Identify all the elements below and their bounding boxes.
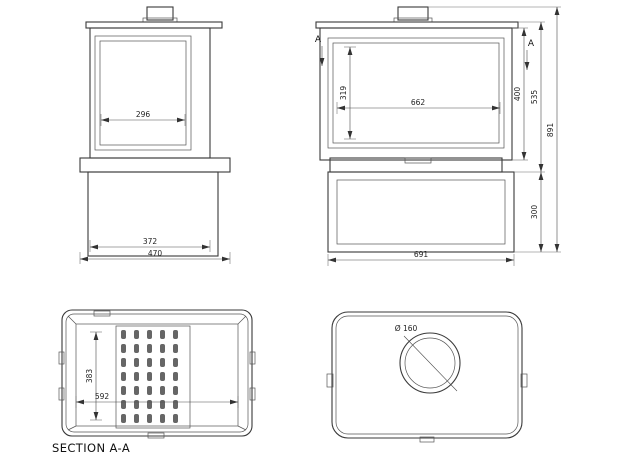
dim-front-firebox-height: 400 [513, 87, 522, 102]
section-bottom-tab [147, 432, 165, 439]
section-chamber [75, 323, 239, 427]
top-view: Ø 160 [326, 311, 528, 443]
side-door-frame [94, 35, 192, 151]
dim-top-flue-diameter: Ø 160 [395, 324, 418, 333]
section-hinge-left-top [58, 351, 65, 365]
front-door-glass [332, 42, 500, 144]
side-dim-body-depth: 372 [89, 237, 211, 252]
top-tab-bottom [419, 436, 435, 443]
section-marker-letter-left: A [315, 35, 322, 45]
front-door-frame [327, 37, 505, 149]
section-view: 383 592 SECTION A-A [52, 309, 256, 455]
side-pedestal [79, 157, 231, 173]
side-dim-base-depth: 470 [79, 249, 231, 264]
section-inner-shell [65, 313, 249, 433]
section-dim-inner-width: 592 [75, 392, 239, 408]
dim-front-glass-width: 662 [411, 98, 426, 107]
front-body [319, 27, 513, 161]
front-flue-pipe [397, 6, 429, 21]
section-cut-marker-right: A [524, 39, 535, 70]
top-outer-shell [331, 311, 523, 439]
side-body [89, 27, 211, 159]
side-top-plate [85, 21, 223, 29]
section-dim-inner-depth: 383 [85, 331, 102, 421]
side-flue-pipe [146, 6, 174, 21]
dim-front-base-height: 300 [530, 205, 539, 220]
dim-side-glass-depth: 296 [136, 110, 151, 119]
top-flue-opening-outer [399, 332, 461, 394]
dim-front-glass-height: 319 [339, 86, 348, 101]
top-flue-opening-inner [404, 337, 456, 389]
section-outer-shell [61, 309, 253, 437]
section-hinge-right-top [249, 351, 256, 365]
front-base [327, 171, 515, 253]
side-view: 296 372 470 [79, 6, 231, 264]
top-flue-diameter-leader [403, 335, 458, 392]
front-dim-right-stack: 400 535 891 300 [428, 6, 561, 253]
section-caption: SECTION A-A [52, 441, 130, 455]
section-cut-marker-left: A [315, 35, 325, 66]
top-tab-right [520, 373, 528, 388]
front-dim-glass-width: 662 [336, 98, 501, 114]
top-tab-left [326, 373, 334, 388]
dim-front-base-width: 691 [414, 250, 429, 259]
section-hinge-left-bottom [58, 387, 65, 401]
front-dim-base-width: 691 [327, 250, 515, 266]
front-view: A A 319 662 400 535 [315, 6, 561, 266]
dim-side-base-depth: 470 [148, 249, 163, 258]
section-top-latch [93, 310, 111, 317]
dim-front-total-height: 891 [546, 123, 555, 138]
dim-section-inner-width: 592 [95, 392, 110, 401]
front-top-plate [315, 21, 519, 29]
side-dim-glass-depth: 296 [100, 110, 186, 126]
side-door-glass [99, 40, 187, 146]
dim-side-body-depth: 372 [143, 237, 158, 246]
dim-section-inner-depth: 383 [85, 369, 94, 384]
front-handle [404, 157, 432, 164]
top-inner-shell [335, 315, 519, 435]
section-hinge-right-bottom [249, 387, 256, 401]
section-marker-letter-right: A [528, 39, 535, 49]
dim-front-body-height: 535 [530, 90, 539, 105]
section-vent-panel [115, 325, 191, 429]
front-dim-glass-height: 319 [339, 46, 356, 140]
front-drawer [336, 179, 506, 245]
side-base [87, 171, 219, 257]
